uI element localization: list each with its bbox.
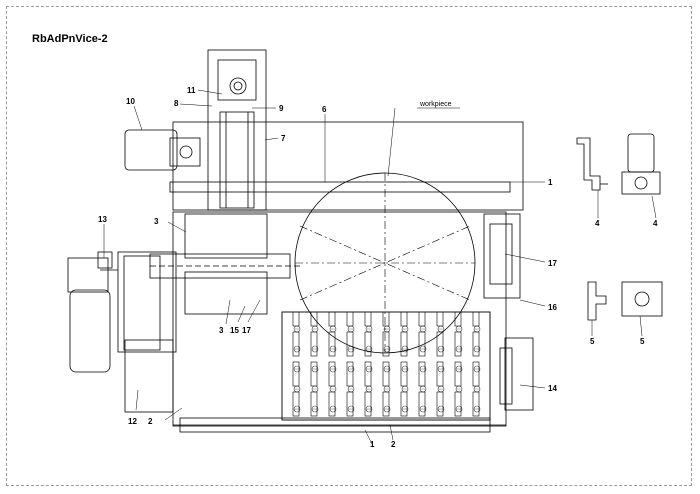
label-2-left: 2 (148, 417, 153, 426)
label-2-bottom: 2 (391, 440, 396, 449)
label-11: 11 (187, 86, 196, 95)
housing-upper (185, 214, 267, 258)
label-7: 7 (281, 134, 286, 143)
motor-base-12 (125, 340, 173, 412)
detail-bracket-4 (577, 138, 600, 190)
label-17-bottom: 17 (242, 326, 251, 335)
label-16: 16 (548, 303, 557, 312)
label-3-lower: 3 (219, 326, 224, 335)
gear-motor (70, 290, 110, 372)
motor-body (124, 256, 160, 350)
label-5-b: 5 (640, 337, 645, 346)
detail-motor-4 (628, 134, 654, 172)
label-8: 8 (174, 99, 179, 108)
label-10: 10 (126, 97, 135, 106)
detail-bracket-5 (588, 282, 606, 320)
label-6: 6 (322, 105, 327, 114)
label-workpiece: workpiece (419, 101, 452, 108)
label-17-right: 17 (548, 259, 557, 268)
slot-bar (170, 182, 510, 192)
detail-block-5 (622, 282, 662, 316)
label-15: 15 (230, 326, 239, 335)
motor-10 (125, 130, 177, 170)
label-4-b: 4 (653, 219, 658, 228)
label-3-upper: 3 (154, 217, 159, 226)
label-5-a: 5 (590, 337, 595, 346)
gearbox (68, 258, 108, 292)
label-9: 9 (279, 104, 284, 113)
right-motor-14 (505, 338, 533, 410)
label-13: 13 (98, 215, 107, 224)
label-14: 14 (548, 384, 557, 393)
label-4-a: 4 (595, 219, 600, 228)
motor-flange (118, 252, 176, 352)
label-1-bottom: 1 (370, 440, 375, 449)
vertical-column (208, 50, 266, 210)
base-plate (173, 122, 523, 210)
label-12: 12 (128, 417, 137, 426)
label-1-right: 1 (548, 178, 553, 187)
